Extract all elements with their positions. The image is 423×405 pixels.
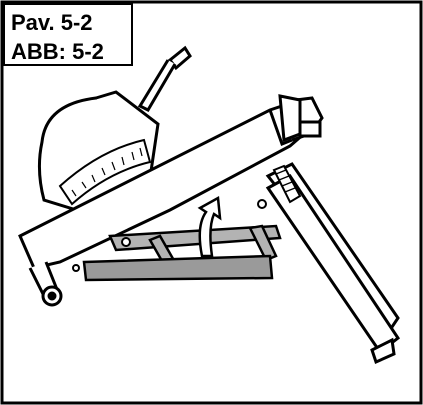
wheel — [41, 285, 63, 307]
spring-coil — [272, 164, 302, 204]
folding-stand — [82, 224, 282, 282]
degree-scale — [58, 138, 152, 206]
handle-lever — [137, 45, 192, 112]
lift-arrow — [197, 195, 222, 258]
support-leg — [265, 162, 401, 365]
figure-label-line1: Pav. 5-2 — [11, 10, 93, 35]
end-clamp — [278, 94, 322, 143]
figure-label-line2: ABB: 5-2 — [11, 39, 104, 64]
figure-label: Pav. 5-2 ABB: 5-2 — [3, 3, 133, 66]
bolt-details — [72, 199, 267, 272]
